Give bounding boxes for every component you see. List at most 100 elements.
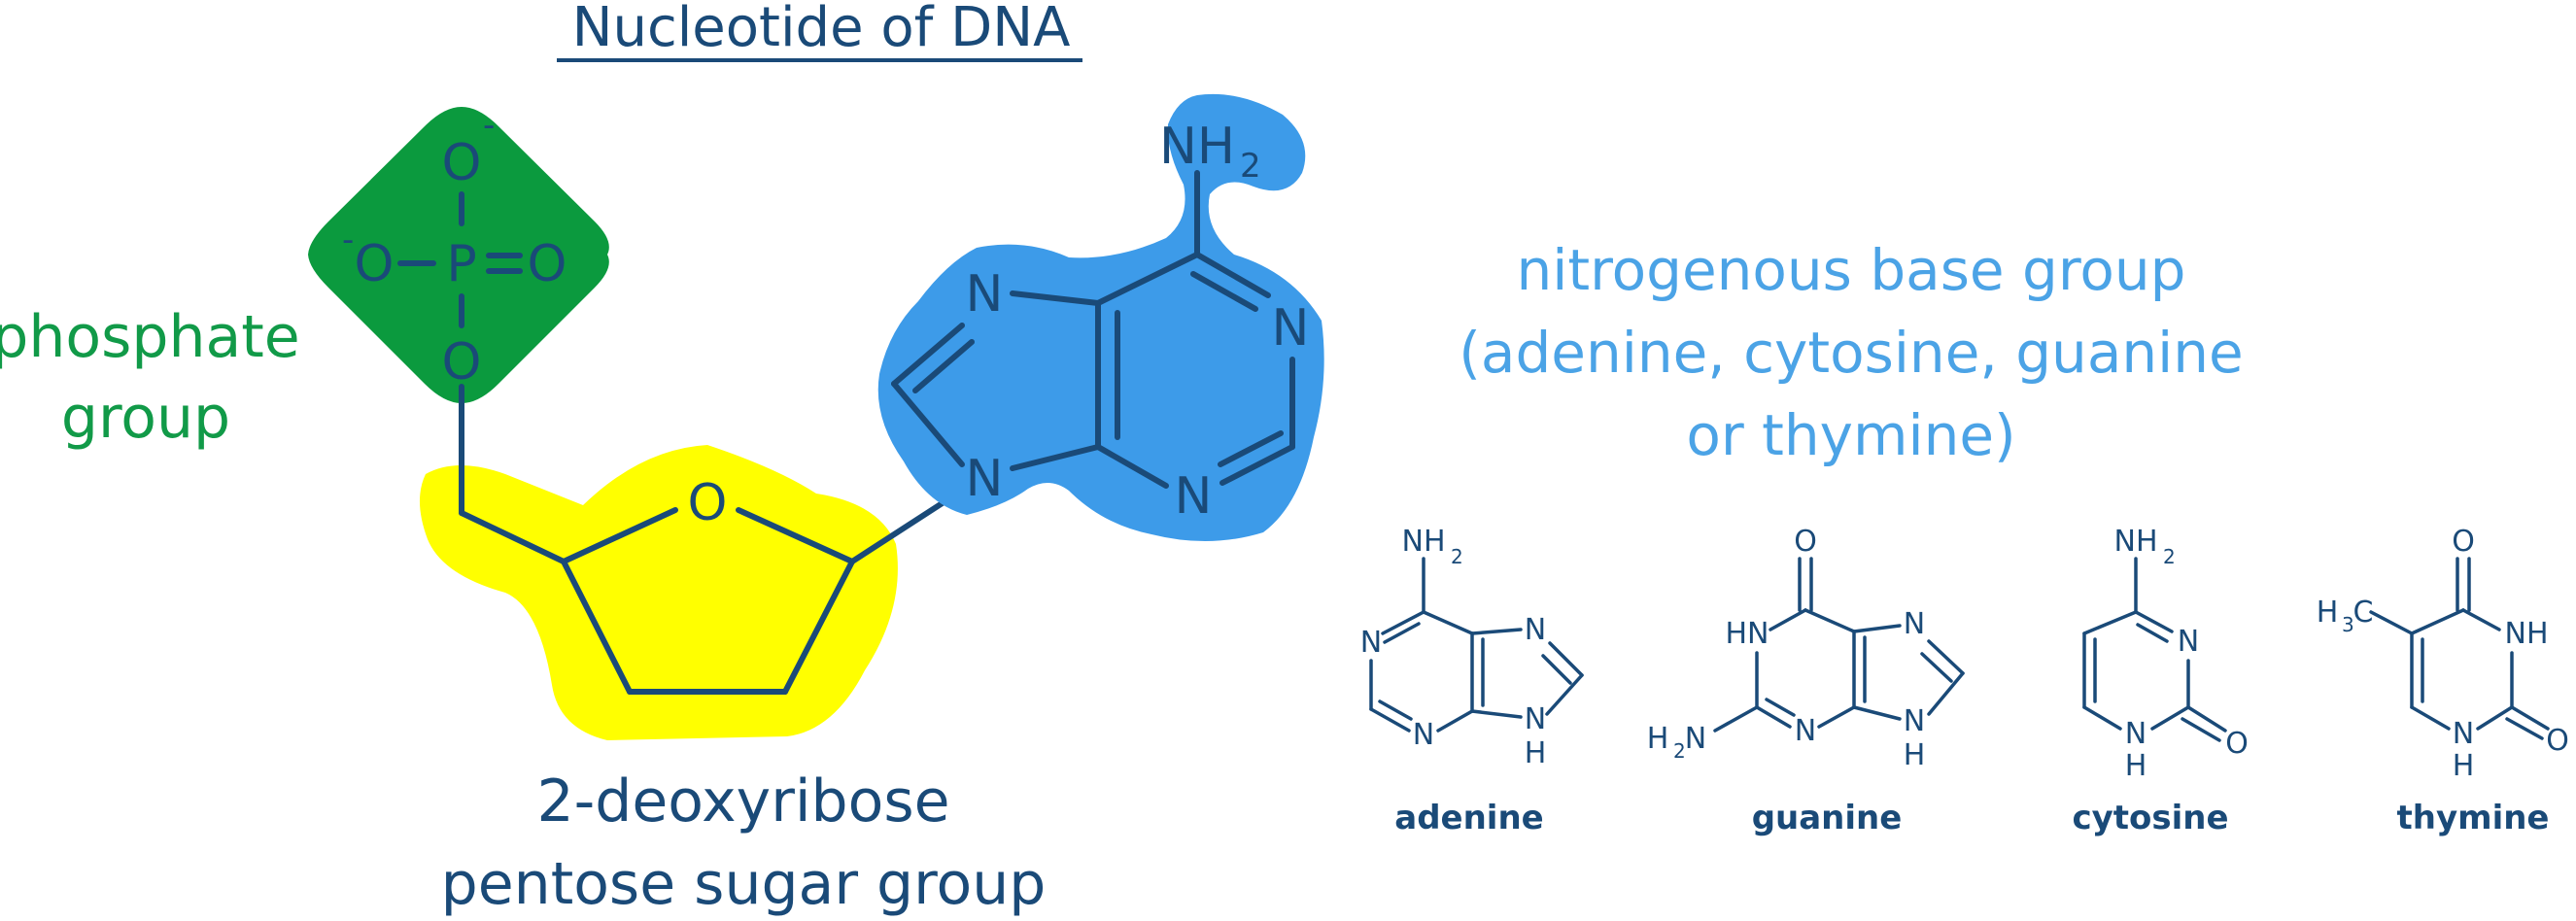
adenine-n: N [1360,626,1382,660]
cytosine-structure: NH 2 N O N H [2082,525,2249,783]
bond-c1-c2 [782,559,855,695]
bond-o-c1 [736,507,855,564]
guanine-bond [1927,671,1965,716]
base-label-line1: nitrogenous base group [1517,237,2186,303]
bond-c8-n9 [891,381,965,467]
cytosine-bond [2134,610,2174,633]
phosphate-label-line1: phosphate [0,303,300,371]
adenine-bond [1422,610,1474,635]
bond-c3-c4 [561,559,633,695]
thymine-bond [2410,705,2451,731]
bond-c2-n3 [1219,444,1295,486]
base-highlight [877,93,1324,542]
cytosine-sub2: 2 [2163,545,2176,568]
base-label-line3: or thymine) [1686,402,2015,468]
thymine-structure: O NH O N H H 3 C [2317,525,2569,783]
atom-o-left: O [355,235,395,293]
thymine-bond [2476,705,2514,731]
atom-p: P [446,235,476,293]
phosphate-label-line2: group [61,384,230,452]
thymine-o: O [2452,525,2475,559]
base-nh2-label: NH [1159,118,1235,176]
sugar-highlight [419,445,898,740]
phosphate-highlight [308,107,609,403]
thymine-h3c-c: C [2353,596,2374,630]
thymine-h: H [2453,749,2475,783]
sugar-label-line1: 2-deoxyribose [536,768,949,836]
guanine-h2n-h: H [1647,722,1669,756]
adenine-structure: NH 2 N N N N H [1360,525,1584,770]
cytosine-nh: NH [2114,525,2158,559]
bond-c6-n1 [1194,252,1271,298]
guanine-h2n-sub: 2 [1673,739,1686,763]
adenine-bond [1378,699,1413,721]
caption-cytosine: cytosine [2072,799,2228,837]
guanine-bond [1817,705,1856,729]
guanine-h2n-n: N [1685,722,1706,756]
atom-n3: N [1175,467,1213,526]
guanine-structure: O HN H 2 N N N N H [1647,525,1965,772]
atom-o-bottom: O [442,333,482,392]
adenine-bond [1545,673,1584,716]
guanine-bond [1713,705,1759,733]
thymine-nh: NH [2505,617,2549,651]
cytosine-h: H [2125,749,2147,783]
sugar-label-line2: pentose sugar group [441,850,1047,918]
adenine-bond [1369,707,1411,733]
thymine-bond [2410,608,2465,635]
adenine-bond [1548,641,1584,677]
cytosine-o: O [2225,727,2249,761]
bond-c4-o [561,507,678,564]
adenine-bond [1383,622,1421,644]
bond-c6-n1-double [1190,271,1258,312]
guanine-n: N [1904,607,1925,641]
atom-n9: N [966,450,1004,508]
charge-o-top: - [483,106,495,145]
guanine-bond [1803,608,1856,633]
thymine-h3c-sub: 3 [2342,613,2354,636]
thymine-bond [2369,610,2414,635]
bond-n9-c4 [1010,444,1101,471]
cytosine-bond [2150,705,2190,731]
base-nh2-subscript: 2 [1240,147,1261,186]
cytosine-n: N [2125,717,2147,751]
adenine-sub2: 2 [1451,545,1463,568]
thymine-bond [2461,608,2501,631]
thymine-bond [2505,717,2544,740]
guanine-bond [1755,705,1792,729]
adenine-bond [1541,654,1572,685]
caption-thymine: thymine [2397,799,2550,837]
guanine-bond [1927,639,1965,675]
bond-c2-n3-double [1218,430,1284,467]
cytosine-bond [2136,623,2169,643]
adenine-bond [1381,610,1425,635]
adenine-n: N [1525,702,1546,736]
guanine-hn: HN [1726,617,1769,651]
base-label-line2: (adenine, cytosine, guanine [1459,320,2243,386]
thymine-bond [2510,705,2550,731]
bond-c1-n9 [849,493,957,564]
adenine-bond [1470,628,1523,635]
bond-c5-c6 [1095,252,1200,306]
adenine-n: N [1525,613,1546,647]
cytosine-n: N [2178,625,2199,659]
bond-n7-c8 [891,323,965,387]
guanine-bond [1852,705,1902,721]
guanine-n: N [1795,714,1816,748]
cytosine-bond [2082,705,2122,731]
thymine-h3c-h: H [2317,596,2339,630]
bond-n7-c8-double [912,339,975,393]
atom-o-right: O [528,235,567,293]
thymine-n: N [2453,717,2474,751]
atom-n7: N [966,265,1004,324]
guanine-bond [1769,608,1807,631]
sugar-ring-oxygen: O [688,474,728,532]
guanine-bond [1765,698,1796,717]
bond-c5-n7 [1010,290,1101,306]
cytosine-bond [2186,705,2227,733]
caption-adenine: adenine [1394,799,1543,837]
guanine-bond [1852,624,1902,633]
adenine-h: H [1525,736,1547,770]
guanine-o: O [1794,525,1817,559]
